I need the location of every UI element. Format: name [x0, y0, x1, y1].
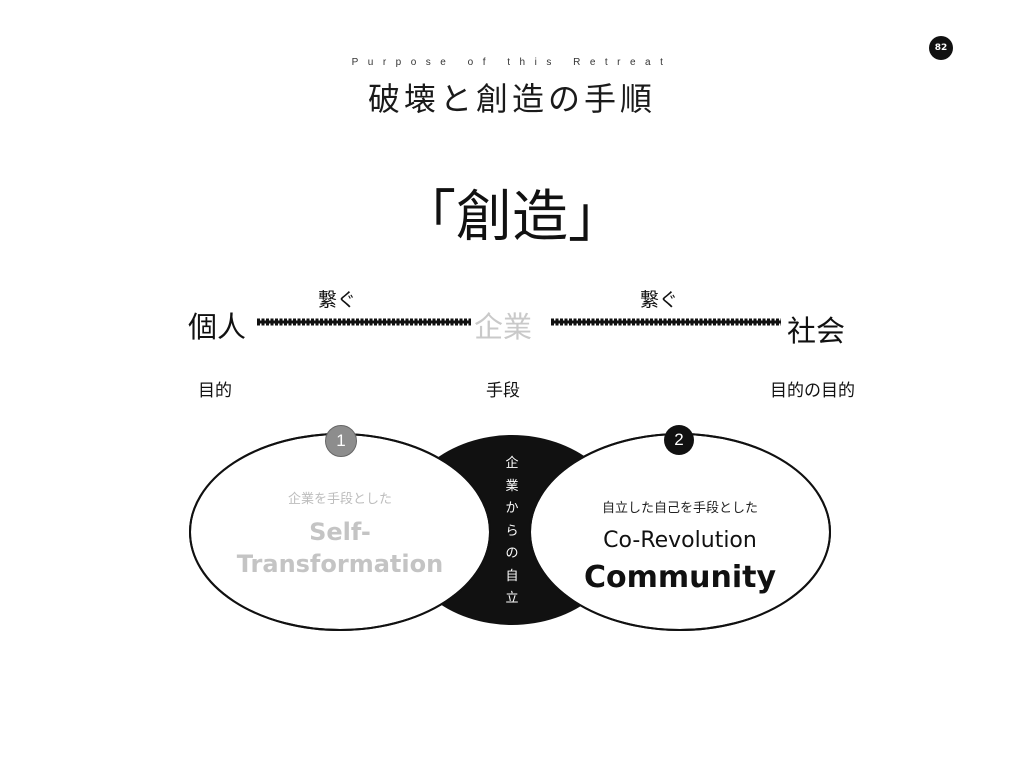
left-circle-title-line2: Transformation [236, 550, 444, 578]
left-circle-subtitle: 企業を手段とした [287, 492, 392, 507]
section-heading: 「創造」 [400, 185, 624, 250]
role-label-purpose: 目的 [198, 381, 232, 401]
step-badge-2: 2 [664, 425, 694, 455]
step-badge-1: 1 [325, 425, 357, 457]
slide-title: 破壊と創造の手順 [367, 80, 656, 118]
intersection-char: か [505, 501, 519, 516]
slide-subtitle: Purpose of this Retreat [351, 57, 673, 68]
role-label-means: 手段 [486, 381, 520, 401]
node-society: 社会 [787, 314, 846, 348]
intersection-char: 業 [505, 478, 519, 494]
node-company: 企業 [474, 310, 533, 344]
left-circle-title: Self- Transformation [200, 516, 480, 580]
intersection-char: 自 [505, 568, 519, 584]
connector-label-right: 繋ぐ [640, 289, 679, 311]
right-circle-title-line2: Community [583, 560, 777, 595]
intersection-char: 立 [505, 591, 519, 606]
role-label-ultimate-purpose: 目的の目的 [770, 381, 855, 401]
connector-label-left: 繋ぐ [318, 289, 357, 311]
right-circle-subtitle: 自立した自己を手段とした [601, 501, 758, 516]
intersection-char: ら [505, 523, 519, 539]
intersection-label: 企 業 か ら の 自 立 [500, 453, 524, 611]
right-circle-title-line1: Co-Revolution [603, 528, 757, 553]
intersection-char: 企 [505, 456, 519, 471]
page-number: 82 [929, 36, 953, 60]
left-circle-title-line1: Self- [309, 518, 371, 546]
node-individual: 個人 [188, 310, 247, 344]
intersection-char: の [505, 546, 519, 561]
